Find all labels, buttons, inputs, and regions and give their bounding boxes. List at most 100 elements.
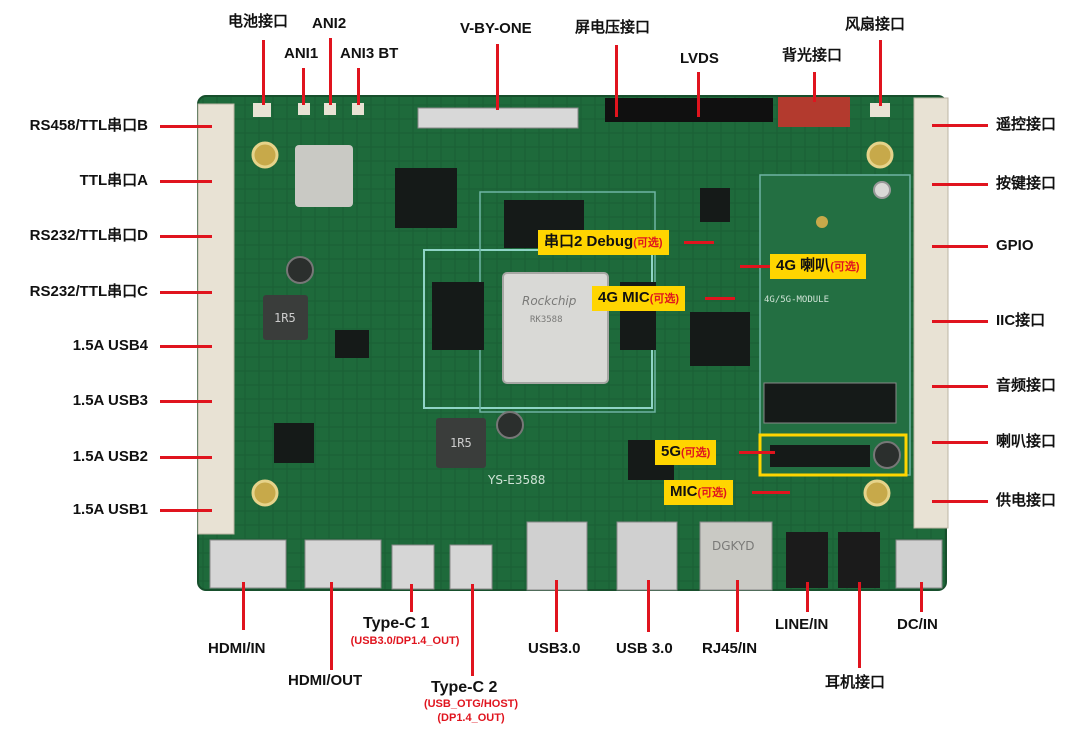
label-ani1: ANI1 [284, 45, 319, 62]
label-usb1: 1.5A USB1 [72, 501, 148, 518]
mounting-hole [873, 181, 891, 199]
label-dc-in: DC/IN [897, 616, 938, 633]
hdmi-out-port [304, 539, 382, 589]
left-connector-strip [197, 103, 235, 535]
mounting-hole [816, 216, 828, 228]
leader-line [160, 125, 212, 128]
leader-line [160, 509, 212, 512]
callout-4g-mic: 4G MIC(可选) [592, 286, 686, 311]
ic-chip [335, 330, 369, 358]
memory-chip [690, 312, 750, 366]
m2-slot [763, 382, 897, 424]
m2-slot [770, 445, 870, 467]
antenna-connector [324, 103, 336, 115]
optional-tag: (可选) [633, 237, 663, 249]
line-in-jack [786, 532, 828, 588]
ic-chip [274, 423, 314, 463]
inductor-marking: 1R5 [274, 311, 296, 325]
ic-chip [395, 168, 457, 228]
label-audio: 音频接口 [996, 377, 1057, 394]
label-gpio: GPIO [996, 237, 1034, 254]
callout-4g-speaker-text: 4G 喇叭 [776, 257, 831, 274]
antenna-connector [298, 103, 310, 115]
label-typec1-sub: (USB3.0/DP1.4_OUT) [350, 635, 460, 647]
leader-line [806, 582, 809, 612]
label-keys: 按键接口 [996, 175, 1057, 192]
label-ani2: ANI2 [312, 15, 347, 32]
leader-line [920, 582, 923, 612]
leader-line [932, 124, 988, 127]
m2-slot [758, 433, 908, 477]
label-usb3: 1.5A USB3 [72, 392, 148, 409]
label-typec2: Type-C 2 [431, 679, 498, 696]
leader-line [858, 582, 861, 668]
antenna-connector [352, 103, 364, 115]
leader-line [329, 38, 332, 105]
label-rs232-ttl-d: RS232/TTL串口D [29, 227, 148, 244]
leader-line [496, 44, 499, 110]
leader-line [752, 491, 790, 494]
inductor [263, 295, 308, 340]
capacitor [496, 411, 524, 439]
label-speaker: 喇叭接口 [996, 433, 1057, 450]
callout-mic-text: MIC [670, 483, 698, 500]
wifi-module [295, 145, 353, 207]
leader-line [705, 297, 735, 300]
module-silk: 4G/5G-MODULE [764, 295, 829, 305]
inductor [436, 418, 486, 468]
leader-line [647, 580, 650, 632]
typec1-port [391, 544, 435, 590]
lvds-header [605, 98, 773, 122]
label-fan: 风扇接口 [845, 16, 906, 33]
battery-connector [253, 103, 271, 117]
mounting-hole [251, 479, 279, 507]
module-area [759, 174, 911, 476]
ic-chip [700, 188, 730, 222]
label-usb4: 1.5A USB4 [72, 337, 148, 354]
soc-chip [502, 272, 609, 384]
optional-tag: (可选) [681, 447, 711, 459]
mounting-hole [863, 479, 891, 507]
callout-5g: 5G(可选) [655, 440, 717, 465]
label-typec1: Type-C 1 [363, 615, 430, 632]
hdmi-in-port [209, 539, 287, 589]
leader-line [160, 345, 212, 348]
leader-line [932, 441, 988, 444]
leader-line [932, 320, 988, 323]
label-screen-voltage: 屏电压接口 [575, 19, 651, 36]
leader-line [739, 451, 775, 454]
rj45-brand-silk: DGKYD [712, 539, 755, 553]
dc-in-jack [895, 539, 943, 589]
leader-line [555, 580, 558, 632]
label-vbyone: V-BY-ONE [460, 20, 532, 37]
leader-line [160, 291, 212, 294]
memory-chip [432, 282, 484, 350]
usb30-port-b [616, 521, 678, 591]
label-battery: 电池接口 [228, 13, 289, 30]
leader-line [302, 68, 305, 105]
leader-line [697, 72, 700, 117]
soc-marking-silk: RK3588 [530, 315, 563, 325]
mounting-hole [251, 141, 279, 169]
board-model-silk: YS-E3588 [487, 473, 545, 487]
callout-debug: 串口2 Debug(可选) [538, 230, 669, 255]
fan-connector [870, 103, 890, 117]
capacitor [873, 441, 901, 469]
leader-line [330, 582, 333, 670]
label-lvds: LVDS [680, 50, 719, 67]
leader-line [932, 245, 988, 248]
label-power: 供电接口 [996, 492, 1057, 509]
label-hdmi-in: HDMI/IN [208, 640, 266, 657]
label-ttl-a: TTL串口A [79, 172, 148, 189]
leader-line [262, 40, 265, 105]
label-remote: 遥控接口 [996, 116, 1057, 133]
label-earphone: 耳机接口 [825, 674, 886, 691]
capacitor [286, 256, 314, 284]
leader-line [740, 265, 770, 268]
leader-line [410, 584, 413, 612]
rj45-port [699, 521, 773, 591]
label-backlight: 背光接口 [782, 47, 843, 64]
callout-5g-text: 5G [661, 443, 682, 460]
